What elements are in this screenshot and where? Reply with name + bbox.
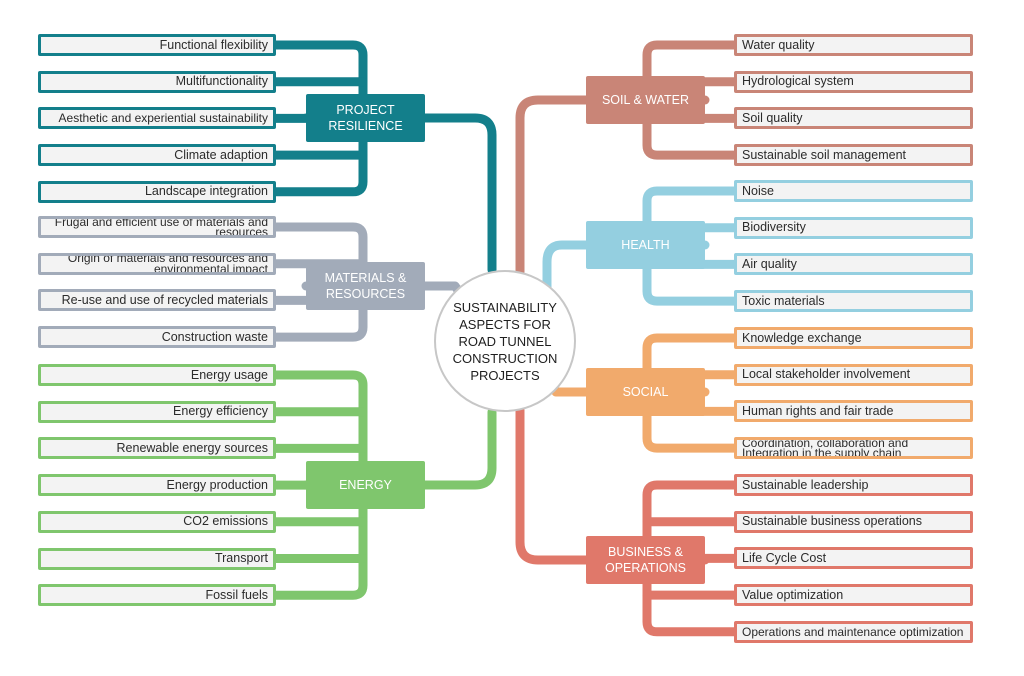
leaf-label: Origin of materials and resources and en… <box>67 252 268 275</box>
leaf-label: Air quality <box>742 256 797 271</box>
leaf-label: Sustainable leadership <box>742 477 869 492</box>
leaf-label: Life Cycle Cost <box>742 550 827 565</box>
leaf-soil-water-4: Sustainable soil management <box>734 144 973 167</box>
hub-energy: ENERGY <box>306 461 425 509</box>
leaf-project-resilience-2: Multifunctionality <box>38 70 276 93</box>
leaf-energy-5: CO2 emissions <box>38 510 276 533</box>
leaf-label: Energy usage <box>190 367 268 382</box>
leaf-soil-water-1: Water quality <box>734 34 973 56</box>
leaf-energy-4: Energy production <box>38 474 276 497</box>
leaf-label: Value optimization <box>742 587 844 602</box>
leaf-business-operations-2: Sustainable business operations <box>734 510 973 533</box>
leaf-health-3: Air quality <box>734 253 973 276</box>
leaf-label: Landscape integration <box>144 184 268 199</box>
leaf-project-resilience-4: Climate adaption <box>38 144 276 167</box>
leaf-energy-6: Transport <box>38 547 276 570</box>
leaf-social-2: Local stakeholder involvement <box>734 363 973 386</box>
hub-label: BUSINESS & OPERATIONS <box>604 545 687 575</box>
leaf-label: Noise <box>742 183 774 198</box>
hub-soil-water: SOIL & WATER <box>586 76 705 124</box>
leaf-label: Water quality <box>742 37 815 52</box>
hub-project-resilience: PROJECT RESILIENCE <box>306 94 425 142</box>
leaf-label: Sustainable business operations <box>742 514 922 529</box>
hub-materials-resources: MATERIALS & RESOURCES <box>306 262 425 310</box>
trunk-health <box>542 240 591 295</box>
hub-social: SOCIAL <box>586 368 705 416</box>
leaf-health-1: Noise <box>734 180 973 202</box>
leaf-label: Functional flexibility <box>159 37 268 52</box>
leaf-label: Energy production <box>166 477 268 492</box>
trunk-business-operations <box>515 405 591 565</box>
leaf-social-4: Coordination, collaboration and Integrat… <box>734 437 973 460</box>
leaf-project-resilience-5: Landscape integration <box>38 180 276 203</box>
leaf-health-4: Toxic materials <box>734 290 973 313</box>
hub-business-operations: BUSINESS & OPERATIONS <box>586 536 705 584</box>
leaf-label: Frugal and efficient use of materials an… <box>54 216 268 238</box>
trunk-energy <box>420 407 497 490</box>
leaf-social-3: Human rights and fair trade <box>734 400 973 423</box>
leaf-label: Fossil fuels <box>205 587 268 602</box>
hub-label: SOCIAL <box>622 385 669 399</box>
leaf-label: Renewable energy sources <box>116 440 268 455</box>
leaf-energy-1: Energy usage <box>38 364 276 386</box>
leaf-materials-resources-3: Re-use and use of recycled materials <box>38 289 276 312</box>
trunk-soil-water <box>515 95 591 277</box>
leaf-label: Energy efficiency <box>173 404 268 419</box>
leaf-materials-resources-1: Frugal and efficient use of materials an… <box>38 216 276 238</box>
leaf-label: Transport <box>214 551 268 565</box>
hub-label: PROJECT RESILIENCE <box>328 103 403 133</box>
hub-label: MATERIALS & RESOURCES <box>324 271 407 301</box>
leaf-business-operations-1: Sustainable leadership <box>734 474 973 496</box>
leaf-label: Aesthetic and experiential sustainabilit… <box>58 111 268 126</box>
leaf-materials-resources-4: Construction waste <box>38 326 276 349</box>
leaf-energy-2: Energy efficiency <box>38 400 276 423</box>
trunk-project-resilience <box>420 113 497 275</box>
leaf-business-operations-5: Operations and maintenance optimization <box>734 620 973 643</box>
leaf-label: Sustainable soil management <box>742 147 906 162</box>
hub-label: ENERGY <box>339 478 392 492</box>
leaf-soil-water-2: Hydrological system <box>734 70 973 93</box>
hub-health: HEALTH <box>586 221 705 269</box>
leaf-energy-7: Fossil fuels <box>38 584 276 607</box>
leaf-label: Re-use and use of recycled materials <box>61 292 268 307</box>
leaf-label: CO2 emissions <box>183 514 268 529</box>
leaf-materials-resources-2: Origin of materials and resources and en… <box>38 252 276 275</box>
leaf-label: Climate adaption <box>174 147 268 162</box>
leaf-label: Toxic materials <box>742 293 825 308</box>
leaf-label: Knowledge exchange <box>742 330 862 345</box>
leaf-health-2: Biodiversity <box>734 216 973 239</box>
leaf-label: Human rights and fair trade <box>742 403 894 418</box>
hub-label: HEALTH <box>621 238 670 252</box>
leaf-business-operations-4: Value optimization <box>734 584 973 607</box>
leaf-business-operations-3: Life Cycle Cost <box>734 547 973 570</box>
leaf-label: Construction waste <box>161 329 268 344</box>
leaf-soil-water-3: Soil quality <box>734 107 973 130</box>
leaf-label: Coordination, collaboration and Integrat… <box>742 437 909 460</box>
leaf-label: Operations and maintenance optimization <box>742 624 964 639</box>
leaf-label: Multifunctionality <box>175 74 268 89</box>
leaf-project-resilience-3: Aesthetic and experiential sustainabilit… <box>38 107 276 130</box>
center-node-label: SUSTAINABILITY ASPECTS FOR ROAD TUNNEL C… <box>452 299 558 383</box>
leaf-energy-3: Renewable energy sources <box>38 437 276 460</box>
leaf-social-1: Knowledge exchange <box>734 327 973 349</box>
leaf-label: Biodiversity <box>742 220 806 235</box>
leaf-label: Hydrological system <box>742 74 854 89</box>
leaf-label: Local stakeholder involvement <box>742 367 911 382</box>
leaf-label: Soil quality <box>742 110 803 125</box>
leaf-project-resilience-1: Functional flexibility <box>38 34 276 56</box>
center-node: SUSTAINABILITY ASPECTS FOR ROAD TUNNEL C… <box>434 270 576 412</box>
hub-label: SOIL & WATER <box>601 93 690 107</box>
